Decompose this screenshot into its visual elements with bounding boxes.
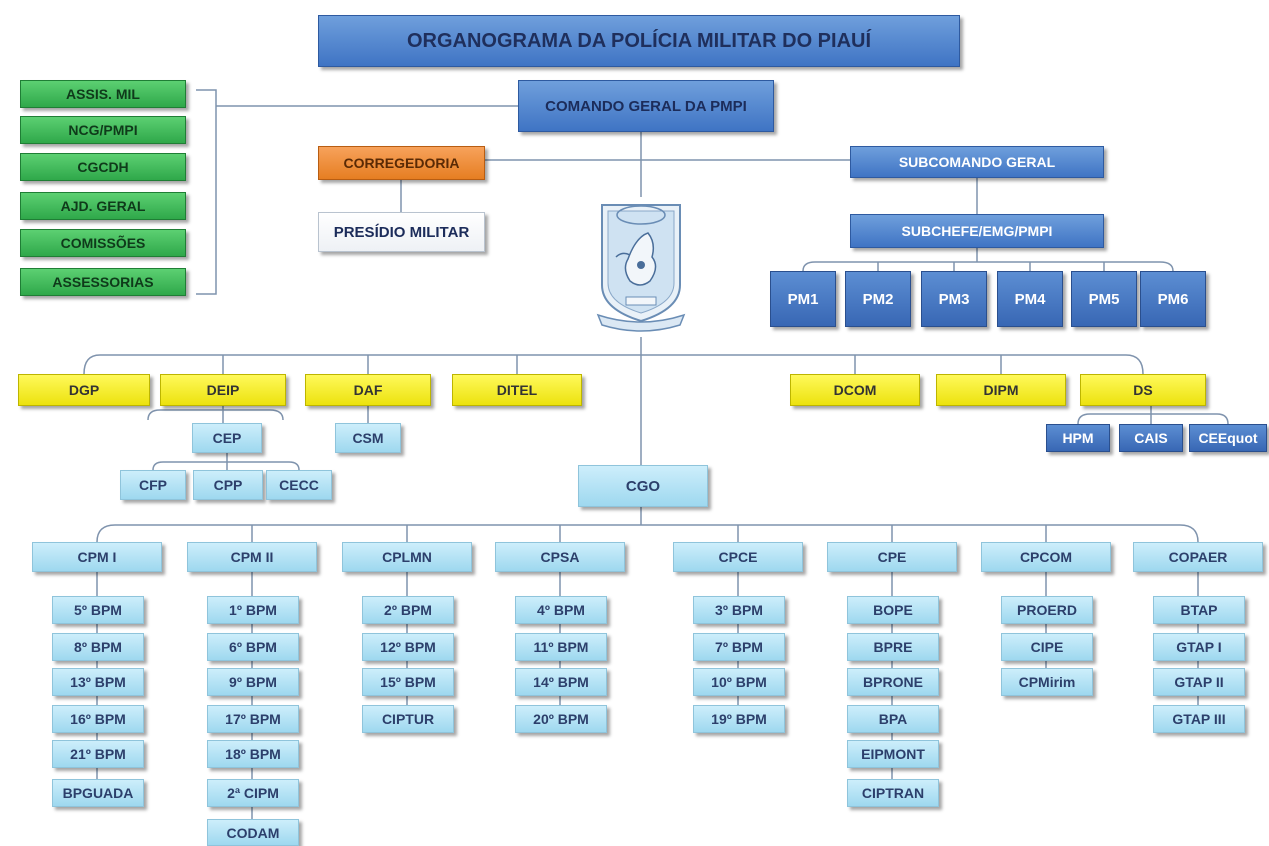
unit-box: 20º BPM	[515, 705, 607, 733]
unit-box: 15º BPM	[362, 668, 454, 696]
unit-box: 2ª CIPM	[207, 779, 299, 807]
connector-curve	[96, 524, 1199, 543]
command-cpm-i: CPM I	[32, 542, 162, 572]
directorate-dipm: DIPM	[936, 374, 1066, 406]
unit-box: PROERD	[1001, 596, 1093, 624]
unit-box: 2º BPM	[362, 596, 454, 624]
unit-box: GTAP II	[1153, 668, 1245, 696]
unit-box: 8º BPM	[52, 633, 144, 661]
unit-box: BTAP	[1153, 596, 1245, 624]
unit-box: 6º BPM	[207, 633, 299, 661]
cecc-box: CECC	[266, 470, 332, 500]
unit-box: 12º BPM	[362, 633, 454, 661]
left-box-2: CGCDH	[20, 153, 186, 181]
unit-box: BPRONE	[847, 668, 939, 696]
pm-box-3: PM3	[921, 271, 987, 327]
left-box-5: ASSESSORIAS	[20, 268, 186, 296]
subchefe-emg-box: SUBCHEFE/EMG/PMPI	[850, 214, 1104, 248]
cgo-box: CGO	[578, 465, 708, 507]
cfp-box: CFP	[120, 470, 186, 500]
pm-box-2: PM2	[845, 271, 911, 327]
unit-box: CIPTUR	[362, 705, 454, 733]
unit-box: CIPTRAN	[847, 779, 939, 807]
unit-box: BPA	[847, 705, 939, 733]
unit-box: 3º BPM	[693, 596, 785, 624]
command-cpe: CPE	[827, 542, 957, 572]
unit-box: 21º BPM	[52, 740, 144, 768]
pm-box-4: PM4	[997, 271, 1063, 327]
unit-box: CIPE	[1001, 633, 1093, 661]
directorate-dgp: DGP	[18, 374, 150, 406]
pm-box-6: PM6	[1140, 271, 1206, 327]
unit-box: 10º BPM	[693, 668, 785, 696]
command-cpce: CPCE	[673, 542, 803, 572]
left-box-0: ASSIS. MIL	[20, 80, 186, 108]
unit-box: 17º BPM	[207, 705, 299, 733]
subcomando-geral-box: SUBCOMANDO GERAL	[850, 146, 1104, 178]
unit-box: GTAP III	[1153, 705, 1245, 733]
unit-box: 1º BPM	[207, 596, 299, 624]
connector-curve	[1077, 413, 1229, 425]
comando-geral-box: COMANDO GERAL DA PMPI	[518, 80, 774, 132]
unit-box: 11º BPM	[515, 633, 607, 661]
unit-box: 19º BPM	[693, 705, 785, 733]
connector-curve	[152, 461, 300, 471]
directorate-ds: DS	[1080, 374, 1206, 406]
unit-box: 14º BPM	[515, 668, 607, 696]
cais-box: CAIS	[1119, 424, 1183, 452]
cep-box: CEP	[192, 423, 262, 453]
unit-box: 5º BPM	[52, 596, 144, 624]
left-box-3: AJD. GERAL	[20, 192, 186, 220]
connector-curve	[83, 354, 1144, 375]
command-cpcom: CPCOM	[981, 542, 1111, 572]
pm-box-5: PM5	[1071, 271, 1137, 327]
directorate-deip: DEIP	[160, 374, 286, 406]
unit-box: EIPMONT	[847, 740, 939, 768]
unit-box: 9º BPM	[207, 668, 299, 696]
command-cpsa: CPSA	[495, 542, 625, 572]
unit-box: BPGUADA	[52, 779, 144, 807]
left-box-4: COMISSÕES	[20, 229, 186, 257]
connector-curve	[196, 89, 217, 295]
cpp-box: CPP	[193, 470, 263, 500]
left-box-1: NCG/PMPI	[20, 116, 186, 144]
command-cpm-ii: CPM II	[187, 542, 317, 572]
unit-box: 16º BPM	[52, 705, 144, 733]
unit-box: 13º BPM	[52, 668, 144, 696]
ceequot-box: CEEquot	[1189, 424, 1267, 452]
hpm-box: HPM	[1046, 424, 1110, 452]
command-cplmn: CPLMN	[342, 542, 472, 572]
unit-box: CODAM	[207, 819, 299, 846]
pmpi-emblem-icon	[596, 204, 686, 332]
corregedoria-box: CORREGEDORIA	[318, 146, 485, 180]
command-copaer: COPAER	[1133, 542, 1263, 572]
directorate-daf: DAF	[305, 374, 431, 406]
unit-box: 4º BPM	[515, 596, 607, 624]
unit-box: BOPE	[847, 596, 939, 624]
unit-box: BPRE	[847, 633, 939, 661]
presidio-militar-box: PRESÍDIO MILITAR	[318, 212, 485, 252]
csm-box: CSM	[335, 423, 401, 453]
unit-box: 18º BPM	[207, 740, 299, 768]
connector-curve	[147, 409, 284, 421]
unit-box: CPMirim	[1001, 668, 1093, 696]
unit-box: 7º BPM	[693, 633, 785, 661]
pm-box-1: PM1	[770, 271, 836, 327]
chart-title: ORGANOGRAMA DA POLÍCIA MILITAR DO PIAUÍ	[318, 15, 960, 67]
directorate-dcom: DCOM	[790, 374, 920, 406]
directorate-ditel: DITEL	[452, 374, 582, 406]
connector-curve	[802, 261, 1174, 272]
unit-box: GTAP I	[1153, 633, 1245, 661]
